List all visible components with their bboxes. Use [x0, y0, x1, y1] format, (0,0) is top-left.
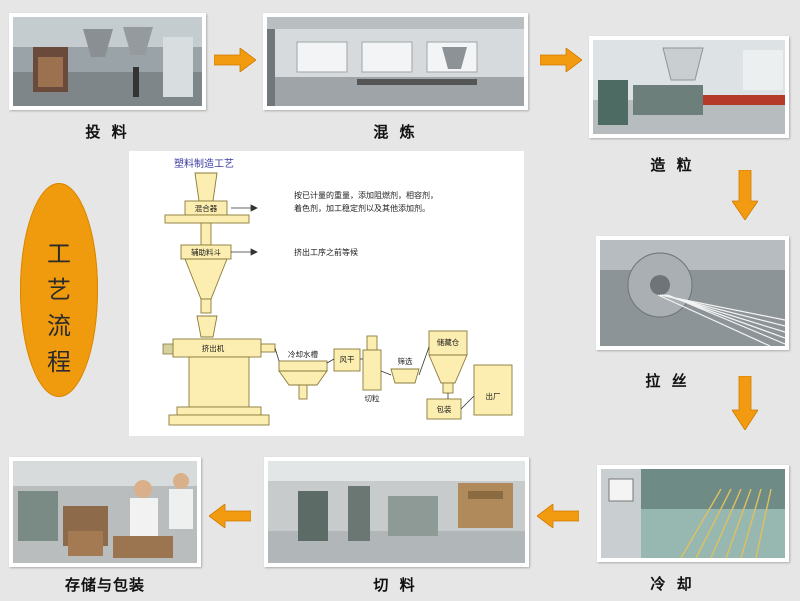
oval-char: 工 [47, 240, 71, 268]
step-label-cutting: 切 料 [373, 576, 418, 594]
cutting-photo [264, 457, 529, 567]
step-label-cooling: 冷 却 [650, 575, 695, 593]
process-diagram: 塑料制造工艺 按已计量的重量，添加阻燃剂，相容剂， 着色剂，加工稳定剂以及其他添… [129, 151, 524, 436]
down-arrow-icon [732, 170, 758, 220]
oval-char: 艺 [47, 276, 71, 304]
pelletizing-photo [589, 36, 789, 138]
storage-bin-label: 储藏仓 [436, 338, 460, 347]
mixer-label: 混合器 [194, 204, 218, 213]
process-oval [20, 183, 98, 397]
feeding-photo [9, 13, 206, 110]
oval-char: 程 [47, 348, 71, 376]
hopper-note: 挤出工序之前等候 [294, 248, 358, 257]
cooling-photo [597, 465, 789, 562]
right-arrow-icon [540, 48, 582, 72]
step-label-pelletizing: 造 粒 [650, 156, 695, 174]
ship-label: 出厂 [485, 392, 501, 401]
step-label-mixing: 混 炼 [373, 123, 418, 141]
right-arrow-icon [214, 48, 256, 72]
pack-label: 包装 [436, 405, 452, 414]
storage-photo [9, 457, 201, 567]
drawing-photo [596, 236, 789, 350]
diagram-title: 塑料制造工艺 [174, 159, 234, 170]
left-arrow-icon [537, 504, 579, 528]
mixing-photo [263, 13, 528, 110]
hopper-label: 辅助料斗 [191, 248, 221, 257]
step-label-drawing: 拉 丝 [645, 372, 690, 390]
step-label-storage: 存储与包装 [64, 576, 145, 594]
extruder-label: 挤出机 [201, 344, 225, 353]
oval-char: 流 [47, 312, 71, 340]
cut-label: 切粒 [364, 394, 380, 403]
process-oval-label: 工 艺 流 程 [20, 236, 98, 380]
mixer-note-line-1: 按已计量的重量，添加阻燃剂，相容剂， [294, 191, 438, 200]
left-arrow-icon [209, 504, 251, 528]
air-dry-label: 风干 [339, 355, 355, 364]
cooling-tank-label: 冷却水槽 [288, 350, 318, 359]
down-arrow-icon [732, 376, 758, 430]
mixer-note-line-2: 着色剂，加工稳定剂以及其他添加剂。 [294, 204, 430, 213]
step-label-feeding: 投 料 [85, 123, 130, 141]
screen-label: 筛选 [397, 357, 413, 366]
